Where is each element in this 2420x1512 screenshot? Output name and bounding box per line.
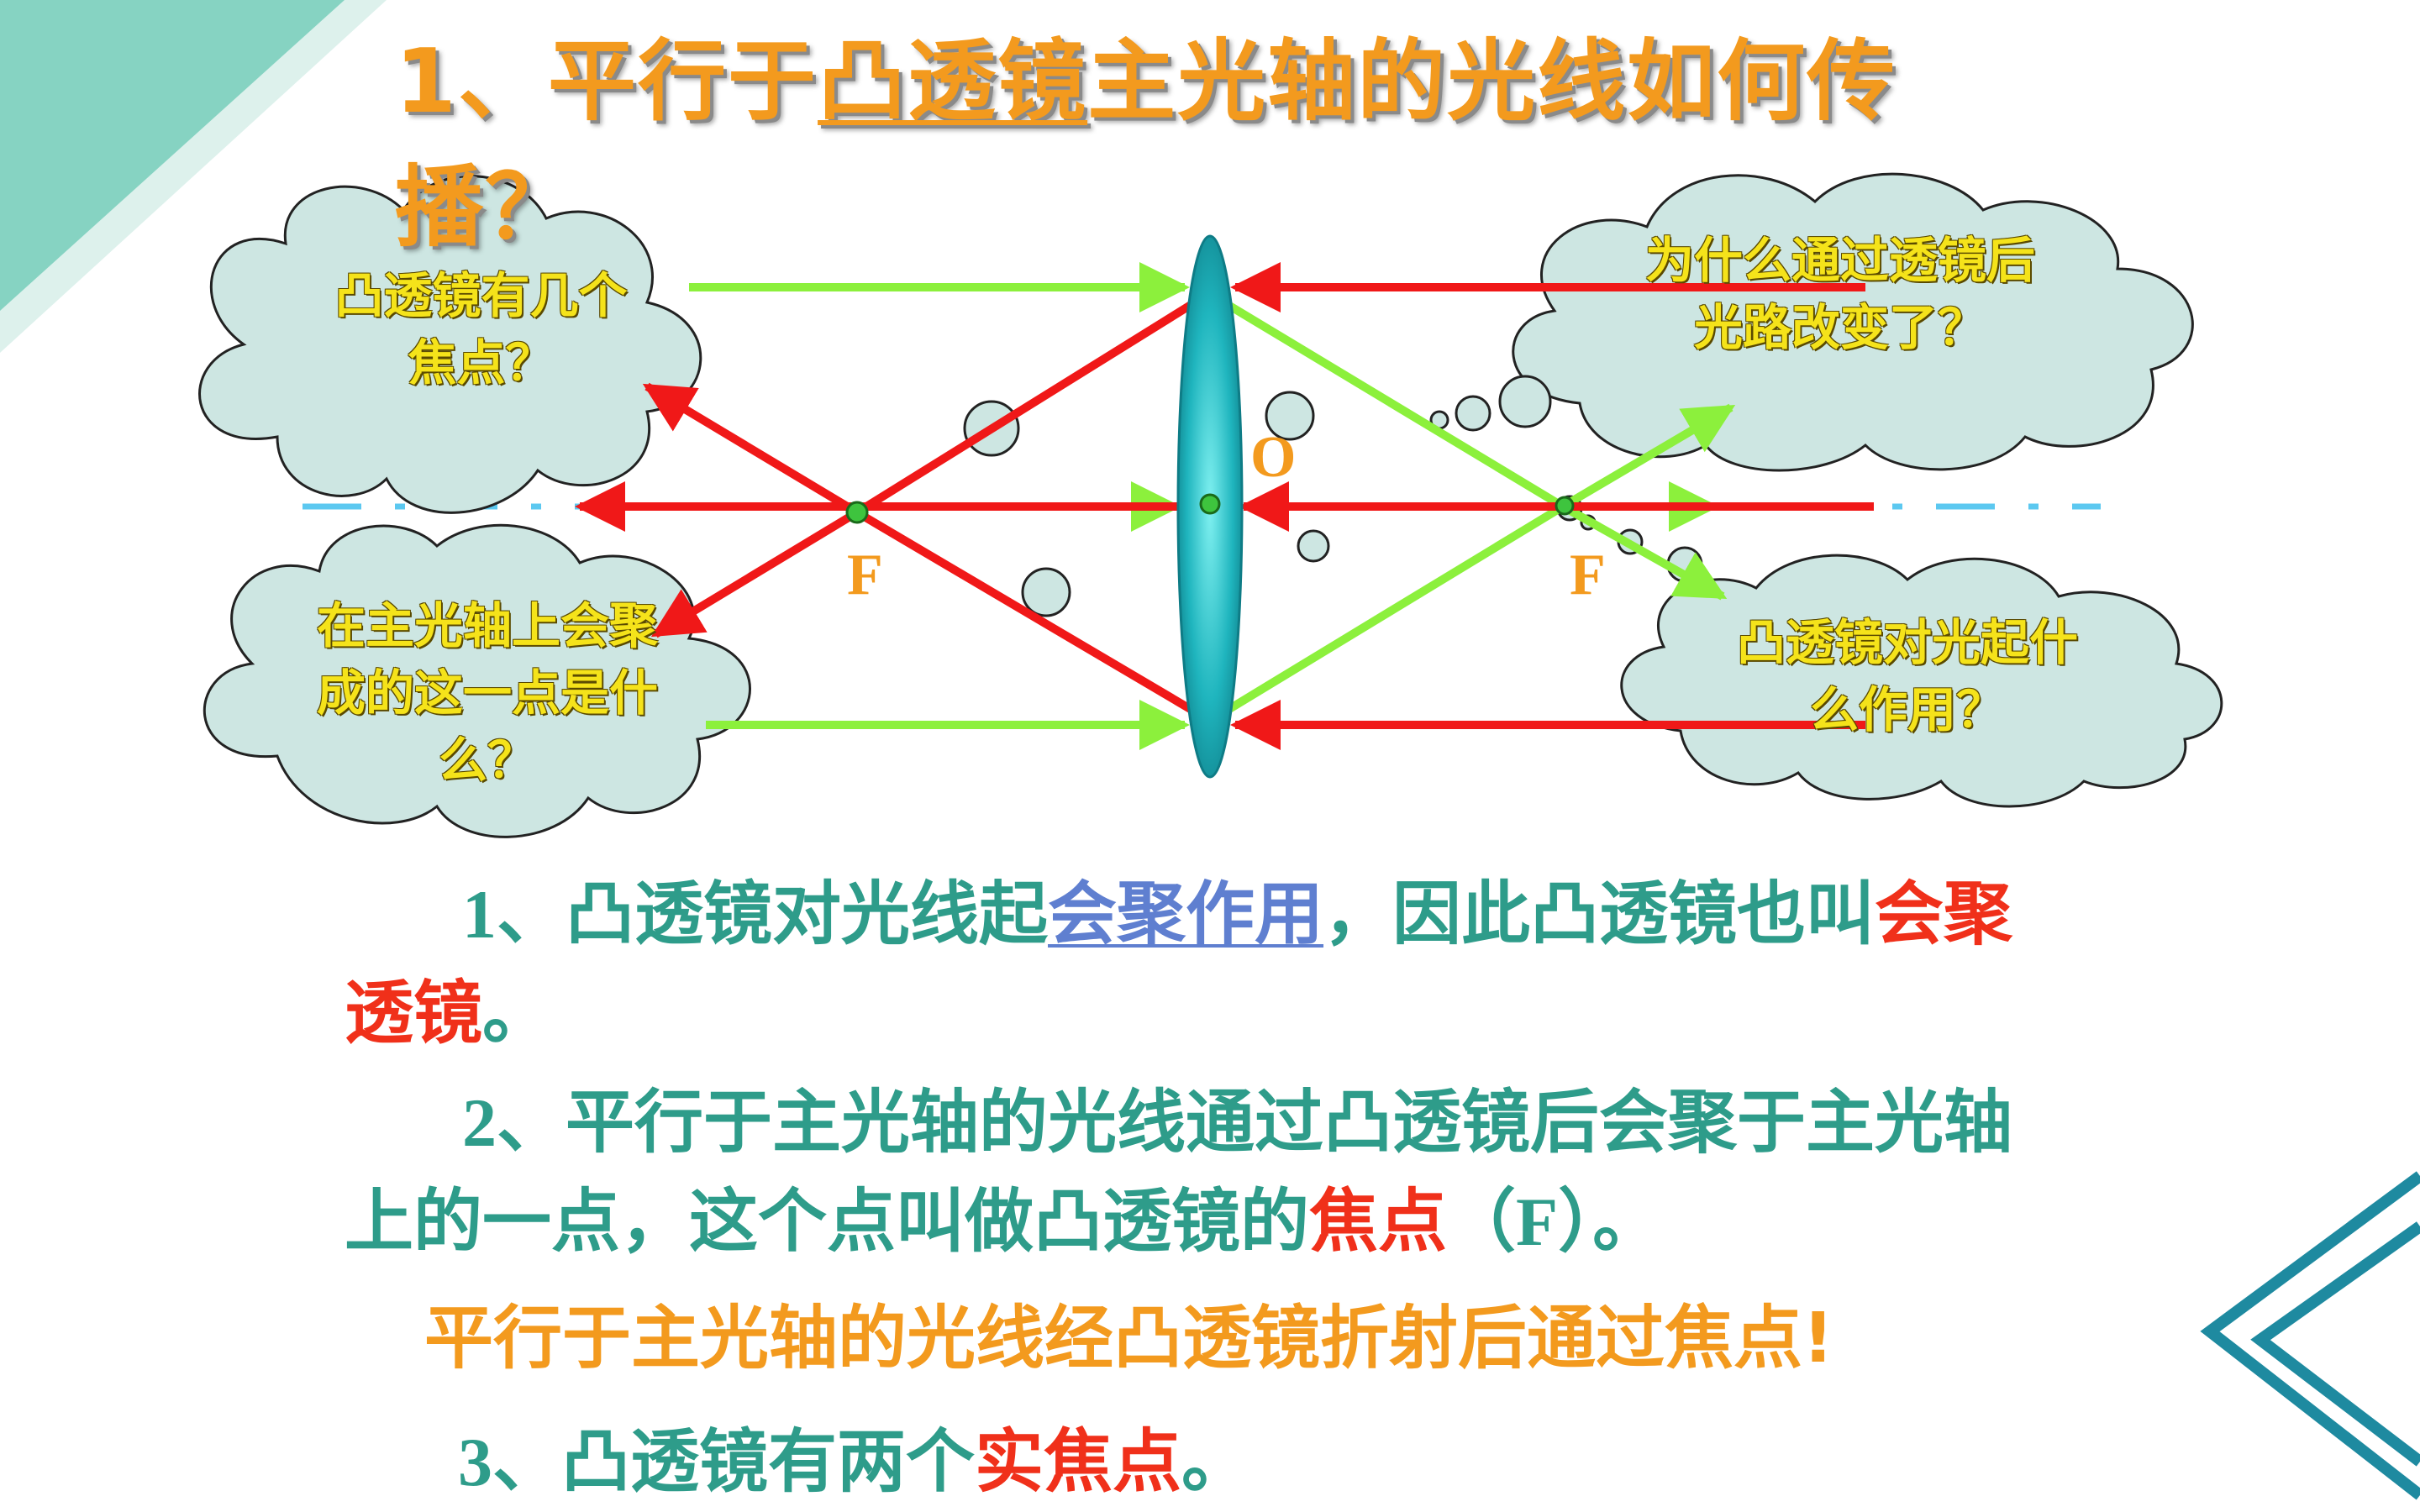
corner-decoration-top-left xyxy=(0,0,387,353)
cloud-top-right xyxy=(1512,172,2194,472)
cloud-text-bottom-right: 凸透镜对光起什么作用？ xyxy=(1736,614,2078,738)
focus-label-left: F xyxy=(847,543,883,607)
point-3: 3、凸透镜有两个实焦点。 xyxy=(458,1413,1970,1512)
point-1-text-c: 。 xyxy=(482,974,552,1053)
point-3-number: 3 xyxy=(458,1424,492,1500)
point-2-symbol: F xyxy=(1516,1184,1559,1260)
point-1: 1、凸透镜对光线起会聚作用，因此凸透镜也叫会聚透镜。 xyxy=(345,865,2025,1063)
point-1-number: 1 xyxy=(462,876,497,953)
optical-center-point xyxy=(1199,493,1221,515)
point-1-highlight-red: 会聚透镜 xyxy=(345,874,2013,1053)
title-suffix: 主光轴的光线如何传播？ xyxy=(395,30,1897,259)
point-3-highlight-red: 实焦点 xyxy=(975,1422,1182,1502)
point-2-number: 2 xyxy=(462,1084,497,1161)
optical-center-label: O xyxy=(1250,425,1297,490)
point-1-text-a: 、凸透镜对光线起 xyxy=(497,874,1049,954)
cloud-text-top-right: 为什么通过透镜后光路改变了？ xyxy=(1644,232,2035,356)
refraction-rule: 平行于主光轴的光线经凸透镜折射后通过焦点! xyxy=(424,1299,1834,1378)
point-2-text-a: 、平行于主光轴的光线通过凸透镜后会聚于主光轴上的一点，这个点叫做凸透镜的 xyxy=(345,1083,2013,1262)
point-2-text-c: ）。 xyxy=(1558,1182,1662,1262)
cloud-top-left xyxy=(198,175,702,514)
point-2-highlight-red: 焦点 xyxy=(1309,1182,1448,1262)
focus-point-left xyxy=(845,501,869,524)
cloud-bottom-left xyxy=(203,523,751,838)
point-3-text-b: 。 xyxy=(1181,1422,1251,1502)
point-2-text-b: （ xyxy=(1447,1182,1517,1262)
title-prefix: 1、平行于 xyxy=(395,30,818,133)
page-title: 1、平行于凸透镜主光轴的光线如何传播？ xyxy=(395,18,2075,270)
point-1-highlight-blue: 会聚作用 xyxy=(1048,874,1324,954)
point-1-text-b: ，因此凸透镜也叫 xyxy=(1323,874,1876,954)
cloud-text-top-left: 凸透镜有几个焦点？ xyxy=(334,267,628,391)
point-3-text-a: 、凸透镜有两个 xyxy=(492,1422,976,1502)
corner-decoration-bottom-right xyxy=(2200,1171,2420,1500)
title-underlined: 凸透镜 xyxy=(818,30,1088,133)
focus-point-right xyxy=(1555,496,1575,516)
point-2: 2、平行于主光轴的光线通过凸透镜后会聚于主光轴上的一点，这个点叫做凸透镜的焦点（… xyxy=(345,1074,2075,1272)
cloud-text-bottom-left: 在主光轴上会聚成的这一点是什么？ xyxy=(316,597,658,789)
focus-label-right: F xyxy=(1570,543,1606,607)
